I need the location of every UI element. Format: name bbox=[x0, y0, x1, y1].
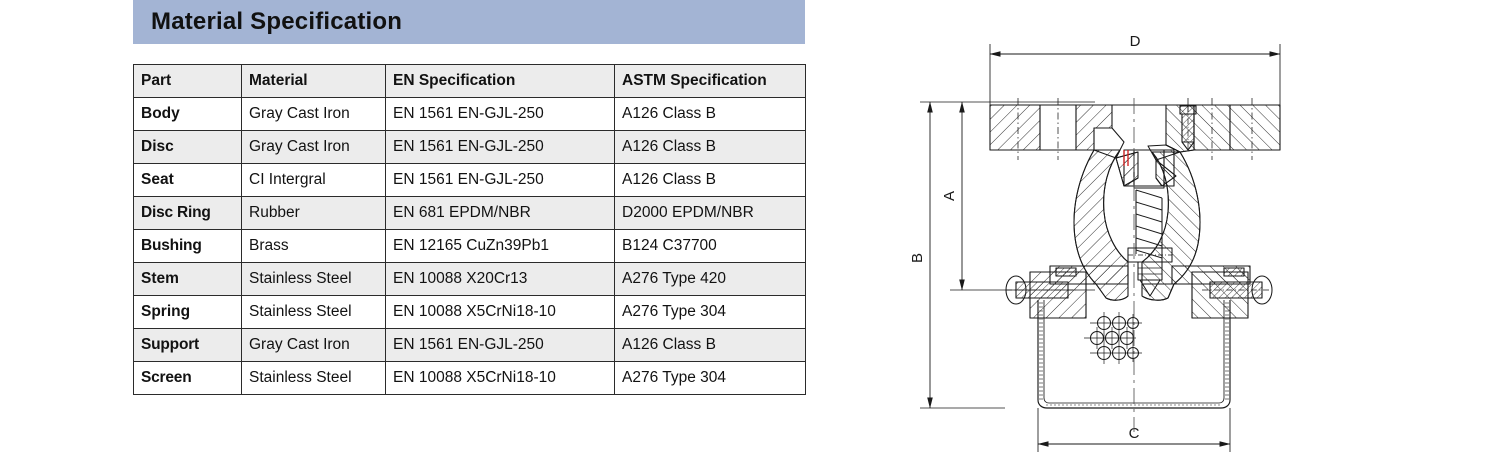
set-screw-detail bbox=[1179, 98, 1197, 151]
table-row: Bushing Brass EN 12165 CuZn39Pb1 B124 C3… bbox=[133, 229, 806, 263]
dimension-label-D: D bbox=[1130, 33, 1141, 50]
cell-en: EN 10088 X20Cr13 bbox=[385, 262, 615, 296]
table-row: Spring Stainless Steel EN 10088 X5CrNi18… bbox=[133, 295, 806, 329]
table-row: Disc Gray Cast Iron EN 1561 EN-GJL-250 A… bbox=[133, 130, 806, 164]
table-row: Disc Ring Rubber EN 681 EPDM/NBR D2000 E… bbox=[133, 196, 806, 230]
cell-material: Gray Cast Iron bbox=[241, 328, 386, 362]
cell-material: Gray Cast Iron bbox=[241, 130, 386, 164]
dimension-C: C bbox=[1037, 408, 1231, 452]
column-header-part: Part bbox=[133, 64, 242, 98]
cell-astm: A126 Class B bbox=[614, 97, 806, 131]
cell-en: EN 10088 X5CrNi18-10 bbox=[385, 295, 615, 329]
cell-part: Body bbox=[133, 97, 242, 131]
cell-en: EN 12165 CuZn39Pb1 bbox=[385, 229, 615, 263]
cell-astm: D2000 EPDM/NBR bbox=[614, 196, 806, 230]
cell-part: Disc Ring bbox=[133, 196, 242, 230]
table-header-row: Part Material EN Specification ASTM Spec… bbox=[133, 64, 806, 98]
cell-en: EN 1561 EN-GJL-250 bbox=[385, 130, 615, 164]
screen-retaining-flange bbox=[1005, 271, 1273, 319]
cell-en: EN 1561 EN-GJL-250 bbox=[385, 97, 615, 131]
cell-en: EN 681 EPDM/NBR bbox=[385, 196, 615, 230]
disc-and-seat-assembly bbox=[1093, 127, 1181, 189]
cell-part: Spring bbox=[133, 295, 242, 329]
cell-astm: A276 Type 420 bbox=[614, 262, 806, 296]
cell-astm: A126 Class B bbox=[614, 163, 806, 197]
cell-part: Seat bbox=[133, 163, 242, 197]
cell-astm: A276 Type 304 bbox=[614, 361, 806, 395]
cell-part: Disc bbox=[133, 130, 242, 164]
cell-astm: A276 Type 304 bbox=[614, 295, 806, 329]
dimension-D: D bbox=[989, 33, 1281, 105]
page-title: Material Specification bbox=[151, 8, 403, 35]
screen-perforation-pattern bbox=[1084, 312, 1142, 364]
dimension-label-C: C bbox=[1129, 425, 1140, 442]
cell-astm: A126 Class B bbox=[614, 130, 806, 164]
dimension-B: B bbox=[909, 101, 1005, 409]
column-header-material: Material bbox=[241, 64, 386, 98]
valve-technical-drawing: D A B C bbox=[880, 0, 1500, 465]
cell-material: Brass bbox=[241, 229, 386, 263]
cell-part: Screen bbox=[133, 361, 242, 395]
cell-en: EN 10088 X5CrNi18-10 bbox=[385, 361, 615, 395]
panel-title-banner: Material Specification bbox=[133, 0, 805, 44]
cell-material: Stainless Steel bbox=[241, 361, 386, 395]
cell-material: Stainless Steel bbox=[241, 295, 386, 329]
cell-material: Rubber bbox=[241, 196, 386, 230]
cell-material: Gray Cast Iron bbox=[241, 97, 386, 131]
column-header-astm-specification: ASTM Specification bbox=[614, 64, 806, 98]
table-row: Stem Stainless Steel EN 10088 X20Cr13 A2… bbox=[133, 262, 806, 296]
cell-astm: A126 Class B bbox=[614, 328, 806, 362]
cell-material: Stainless Steel bbox=[241, 262, 386, 296]
column-header-en-specification: EN Specification bbox=[385, 64, 615, 98]
cell-part: Support bbox=[133, 328, 242, 362]
valve-top-flange bbox=[989, 98, 1281, 160]
valve-spring bbox=[1135, 189, 1163, 262]
table-row: Support Gray Cast Iron EN 1561 EN-GJL-25… bbox=[133, 328, 806, 362]
cell-astm: B124 C37700 bbox=[614, 229, 806, 263]
cell-part: Bushing bbox=[133, 229, 242, 263]
table-row: Seat CI Intergral EN 1561 EN-GJL-250 A12… bbox=[133, 163, 806, 197]
table-row: Screen Stainless Steel EN 10088 X5CrNi18… bbox=[133, 361, 806, 395]
cell-en: EN 1561 EN-GJL-250 bbox=[385, 163, 615, 197]
cell-material: CI Intergral bbox=[241, 163, 386, 197]
valve-drawing-svg: D A B C bbox=[909, 33, 1281, 452]
side-bolt-left bbox=[1005, 275, 1076, 305]
table-row: Body Gray Cast Iron EN 1561 EN-GJL-250 A… bbox=[133, 97, 806, 131]
cell-part: Stem bbox=[133, 262, 242, 296]
dimension-label-B: B bbox=[909, 253, 926, 263]
material-specification-panel: Material Specification Part Material EN … bbox=[133, 0, 806, 395]
dimension-label-A: A bbox=[941, 191, 958, 201]
cell-en: EN 1561 EN-GJL-250 bbox=[385, 328, 615, 362]
side-bolt-right bbox=[1202, 275, 1273, 305]
material-specification-table: Part Material EN Specification ASTM Spec… bbox=[133, 64, 806, 395]
disc-ring-gasket bbox=[1123, 150, 1129, 166]
